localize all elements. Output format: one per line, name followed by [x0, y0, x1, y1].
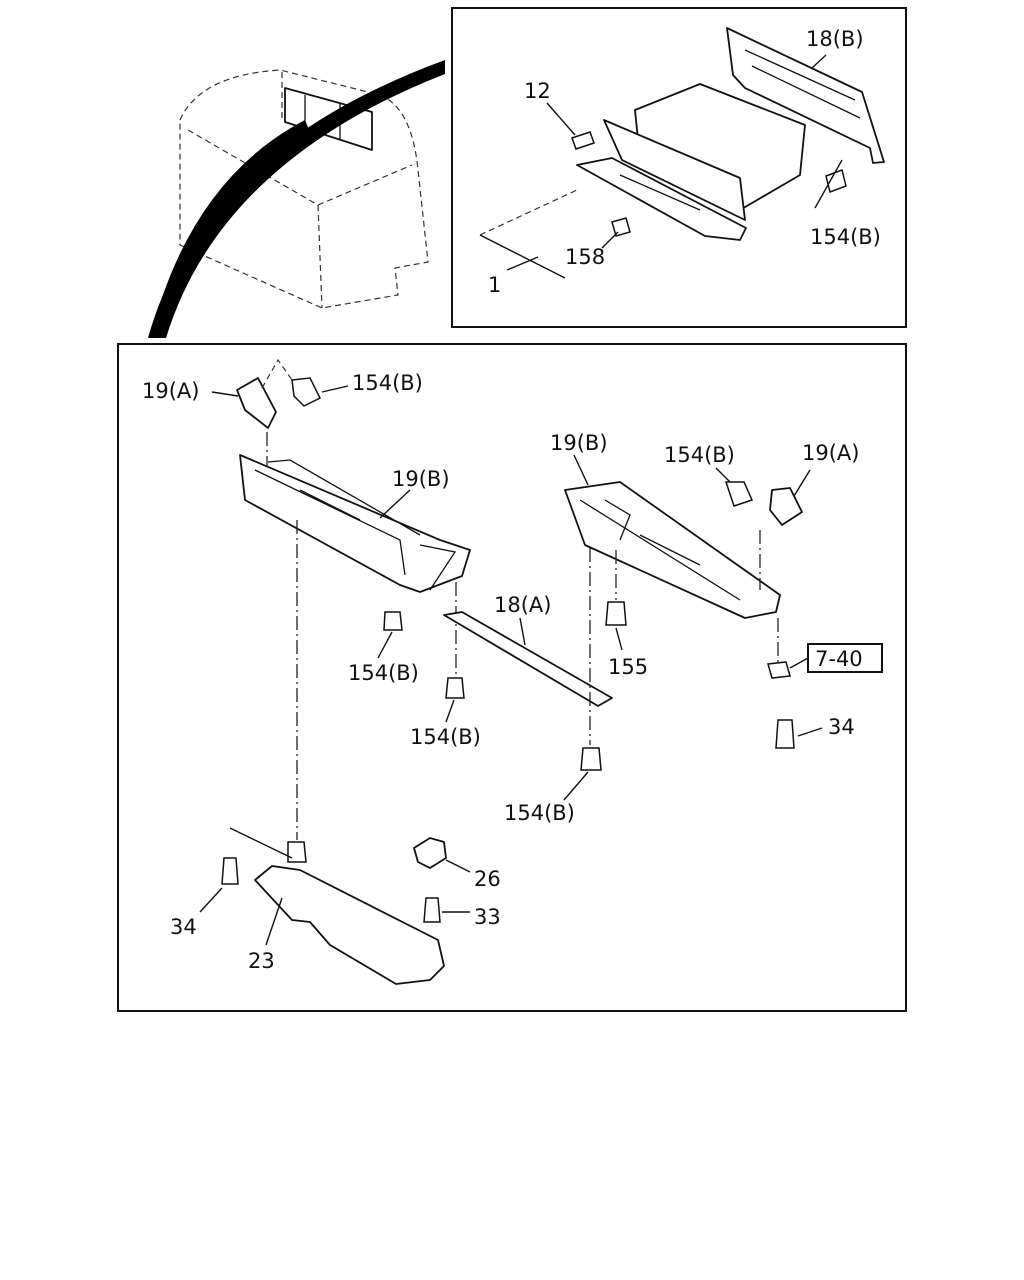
- label-19b-right: 19(B): [550, 431, 608, 455]
- label-1: 1: [488, 273, 501, 297]
- label-18a: 18(A): [494, 593, 551, 617]
- screw-34-right: [775, 719, 795, 749]
- label-33: 33: [474, 905, 501, 929]
- visor-clip-26: [413, 837, 447, 869]
- callout-labels: 1 12 18(B) 154(B) 158 19(A) 154(B) 19(B)…: [142, 27, 881, 973]
- label-12: 12: [524, 79, 551, 103]
- label-19a-left: 19(A): [142, 379, 199, 403]
- console-19b-right: [564, 481, 781, 619]
- label-34-right: 34: [828, 715, 855, 739]
- tray-1: [576, 157, 747, 241]
- bolt-154b-left: [291, 377, 322, 407]
- inset-frame: [451, 7, 907, 328]
- label-19b-left: 19(B): [392, 467, 450, 491]
- clip-7-40: [767, 661, 791, 679]
- bolt-154b-right: [724, 481, 754, 507]
- inset-parts: [479, 27, 885, 279]
- main-parts: [199, 358, 883, 985]
- strip-18a: [443, 611, 613, 707]
- label-155: 155: [608, 655, 648, 679]
- visor-pivot: [287, 841, 307, 863]
- label-7-40: 7-40: [815, 647, 863, 671]
- label-154b-right-top: 154(B): [664, 443, 735, 467]
- nut-154b-2: [445, 677, 465, 699]
- label-23: 23: [248, 949, 275, 973]
- screw-33: [423, 897, 441, 923]
- bracket-18b: [726, 27, 885, 164]
- label-26: 26: [474, 867, 501, 891]
- nut-154b-1: [383, 611, 403, 631]
- label-154b-bottom: 154(B): [504, 801, 575, 825]
- label-158: 158: [565, 245, 605, 269]
- screw-34-left: [221, 857, 239, 885]
- label-34-left: 34: [170, 915, 197, 939]
- nut-154b-3: [580, 747, 602, 771]
- label-154b-left-top: 154(B): [352, 371, 423, 395]
- console-19b-left: [239, 454, 471, 593]
- cab-overview: [148, 60, 445, 338]
- label-19a-right: 19(A): [802, 441, 859, 465]
- bracket-19a-right: [769, 487, 803, 526]
- label-154b-mid2: 154(B): [410, 725, 481, 749]
- sun-visor-23: [254, 865, 445, 985]
- box-bezel: [603, 119, 746, 221]
- clip-158: [611, 217, 631, 237]
- bolt-154b-inset: [825, 169, 847, 193]
- bolt-155: [605, 601, 627, 626]
- main-frame: [117, 343, 907, 1012]
- bracket-19a-left: [236, 377, 277, 429]
- label-154b-inset: 154(B): [810, 225, 881, 249]
- label-18b: 18(B): [806, 27, 864, 51]
- label-154b-mid1: 154(B): [348, 661, 419, 685]
- screw-12: [571, 131, 595, 150]
